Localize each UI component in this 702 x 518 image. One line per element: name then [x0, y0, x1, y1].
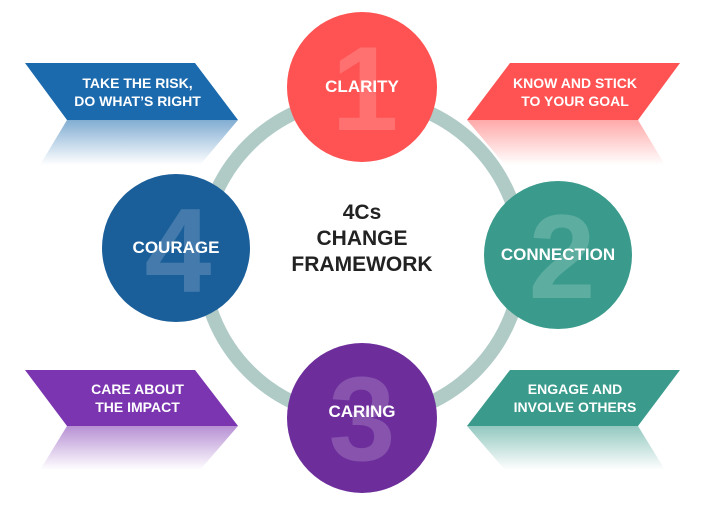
- circle-connection: [484, 181, 632, 329]
- number-3: 3: [329, 352, 396, 486]
- title-line: 4Cs: [342, 201, 382, 224]
- banner-line: INVOLVE OTHERS: [513, 399, 637, 415]
- label-clarity: CLARITY: [325, 77, 399, 96]
- banner-take-risk-reflection: [40, 120, 238, 165]
- label-caring: CARING: [328, 402, 396, 421]
- banner-line: DO WHAT’S RIGHT: [74, 93, 201, 109]
- banner-line: KNOW AND STICK: [513, 75, 637, 91]
- banner-take-risk-text: TAKE THE RISK, DO WHAT’S RIGHT: [60, 74, 215, 110]
- banner-goal-reflection: [467, 120, 665, 165]
- banner-impact-reflection: [40, 426, 238, 470]
- title-line: FRAMEWORK: [291, 253, 433, 276]
- banner-goal-text: KNOW AND STICK TO YOUR GOAL: [495, 74, 655, 110]
- banner-line: ENGAGE AND: [527, 381, 623, 397]
- banner-goal-shape: [467, 63, 680, 120]
- number-4: 4: [145, 184, 212, 318]
- label-courage: COURAGE: [132, 238, 220, 257]
- number-2: 2: [529, 190, 596, 324]
- banner-line: CARE ABOUT: [91, 381, 184, 397]
- banner-line: TO YOUR GOAL: [521, 93, 629, 109]
- banner-engage-reflection: [467, 426, 665, 470]
- label-connection: CONNECTION: [500, 245, 616, 264]
- circle-caring: [287, 343, 437, 493]
- banner-line: TAKE THE RISK,: [82, 75, 193, 91]
- circle-courage: [102, 174, 250, 322]
- circle-clarity: [287, 12, 437, 162]
- banner-take-risk-shape: [25, 63, 238, 120]
- banner-engage-text: ENGAGE AND INVOLVE OTHERS: [495, 380, 655, 416]
- banner-impact-text: CARE ABOUT THE IMPACT: [60, 380, 215, 416]
- banner-line: THE IMPACT: [95, 399, 180, 415]
- number-1: 1: [332, 22, 399, 156]
- banner-engage-shape: [467, 370, 680, 426]
- title-line: CHANGE: [316, 227, 408, 250]
- framework-title: 4Cs CHANGE FRAMEWORK: [262, 200, 462, 278]
- banner-impact-shape: [25, 370, 238, 426]
